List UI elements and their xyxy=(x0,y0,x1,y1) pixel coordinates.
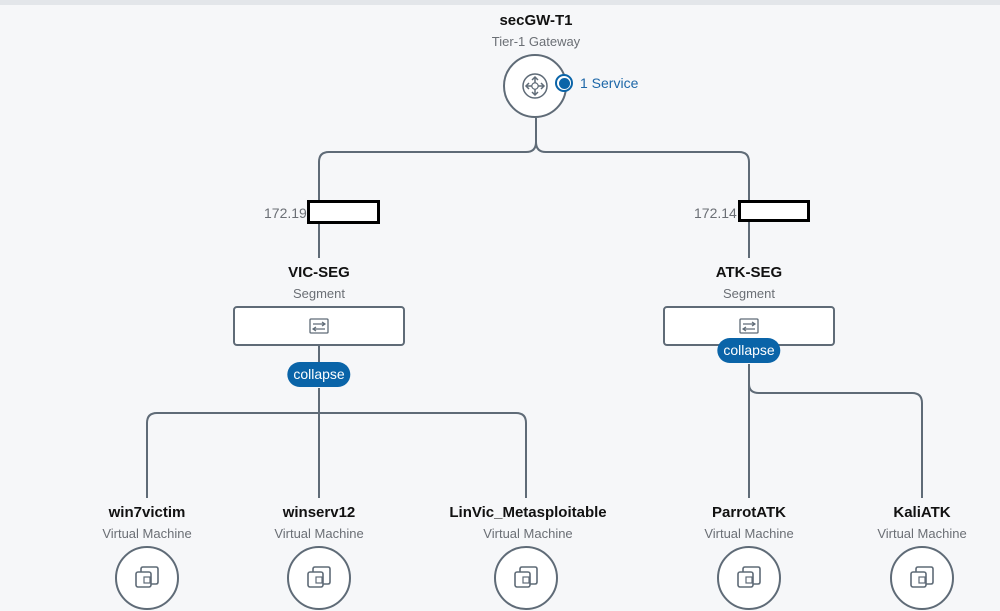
vic-collapse-button[interactable]: collapse xyxy=(287,362,351,387)
connector-vic-linvic xyxy=(319,412,527,498)
virtual-machine-icon xyxy=(307,566,331,588)
atk-seg-label: ATK-SEG Segment xyxy=(716,264,782,301)
gateway-service-indicator[interactable]: 1 Service xyxy=(555,74,638,92)
connector-vic-win7 xyxy=(146,388,320,498)
vm-type: Virtual Machine xyxy=(704,526,794,541)
vm-label-win7victim: win7victim Virtual Machine xyxy=(102,504,191,541)
connector-gw-atk xyxy=(535,141,750,258)
vm-name: KaliATK xyxy=(893,504,951,521)
vic-seg-ip: 172.19 xyxy=(264,205,307,221)
atk-collapse-button[interactable]: collapse xyxy=(717,338,781,363)
vm-type: Virtual Machine xyxy=(102,526,192,541)
vm-node-linvic[interactable] xyxy=(494,546,558,610)
switch-icon xyxy=(739,318,759,334)
vm-label-kaliatk: KaliATK Virtual Machine xyxy=(877,504,966,541)
atk-seg-ip: 172.14 xyxy=(694,205,737,221)
vm-name: winserv12 xyxy=(282,504,356,521)
vm-name: win7victim xyxy=(108,504,186,521)
virtual-machine-icon xyxy=(737,566,761,588)
virtual-machine-icon xyxy=(135,566,159,588)
vm-node-win7victim[interactable] xyxy=(115,546,179,610)
vm-name: ParrotATK xyxy=(712,504,786,521)
vm-node-winserv12[interactable] xyxy=(287,546,351,610)
redaction-box xyxy=(307,200,380,224)
redaction-box xyxy=(738,200,810,222)
service-status-icon xyxy=(555,74,573,92)
vic-seg-name: VIC-SEG xyxy=(288,264,350,281)
atk-seg-name: ATK-SEG xyxy=(715,264,783,281)
gateway-type: Tier-1 Gateway xyxy=(491,34,581,49)
service-label[interactable]: 1 Service xyxy=(580,75,639,91)
top-bar xyxy=(0,0,1000,5)
vm-label-parrotatk: ParrotATK Virtual Machine xyxy=(704,504,793,541)
router-icon xyxy=(522,73,548,99)
vm-type: Virtual Machine xyxy=(483,526,573,541)
virtual-machine-icon xyxy=(910,566,934,588)
gateway-node[interactable] xyxy=(503,54,567,118)
vm-type: Virtual Machine xyxy=(274,526,364,541)
gateway-label: secGW-T1 Tier-1 Gateway xyxy=(492,12,580,49)
virtual-machine-icon xyxy=(514,566,538,588)
connector-gw-vic xyxy=(318,118,537,258)
vic-seg-label: VIC-SEG Segment xyxy=(288,264,350,301)
vm-label-winserv12: winserv12 Virtual Machine xyxy=(274,504,363,541)
vm-label-linvic: LinVic_Metasploitable Virtual Machine xyxy=(449,504,606,541)
vic-seg-type: Segment xyxy=(292,286,346,301)
vm-node-kaliatk[interactable] xyxy=(890,546,954,610)
switch-icon xyxy=(309,318,329,334)
connector-atk-kali xyxy=(748,383,923,498)
vm-node-parrotatk[interactable] xyxy=(717,546,781,610)
vic-seg-node[interactable] xyxy=(233,306,405,346)
vm-name: LinVic_Metasploitable xyxy=(449,504,607,521)
gateway-name: secGW-T1 xyxy=(499,12,573,29)
atk-seg-type: Segment xyxy=(722,286,776,301)
vm-type: Virtual Machine xyxy=(877,526,967,541)
